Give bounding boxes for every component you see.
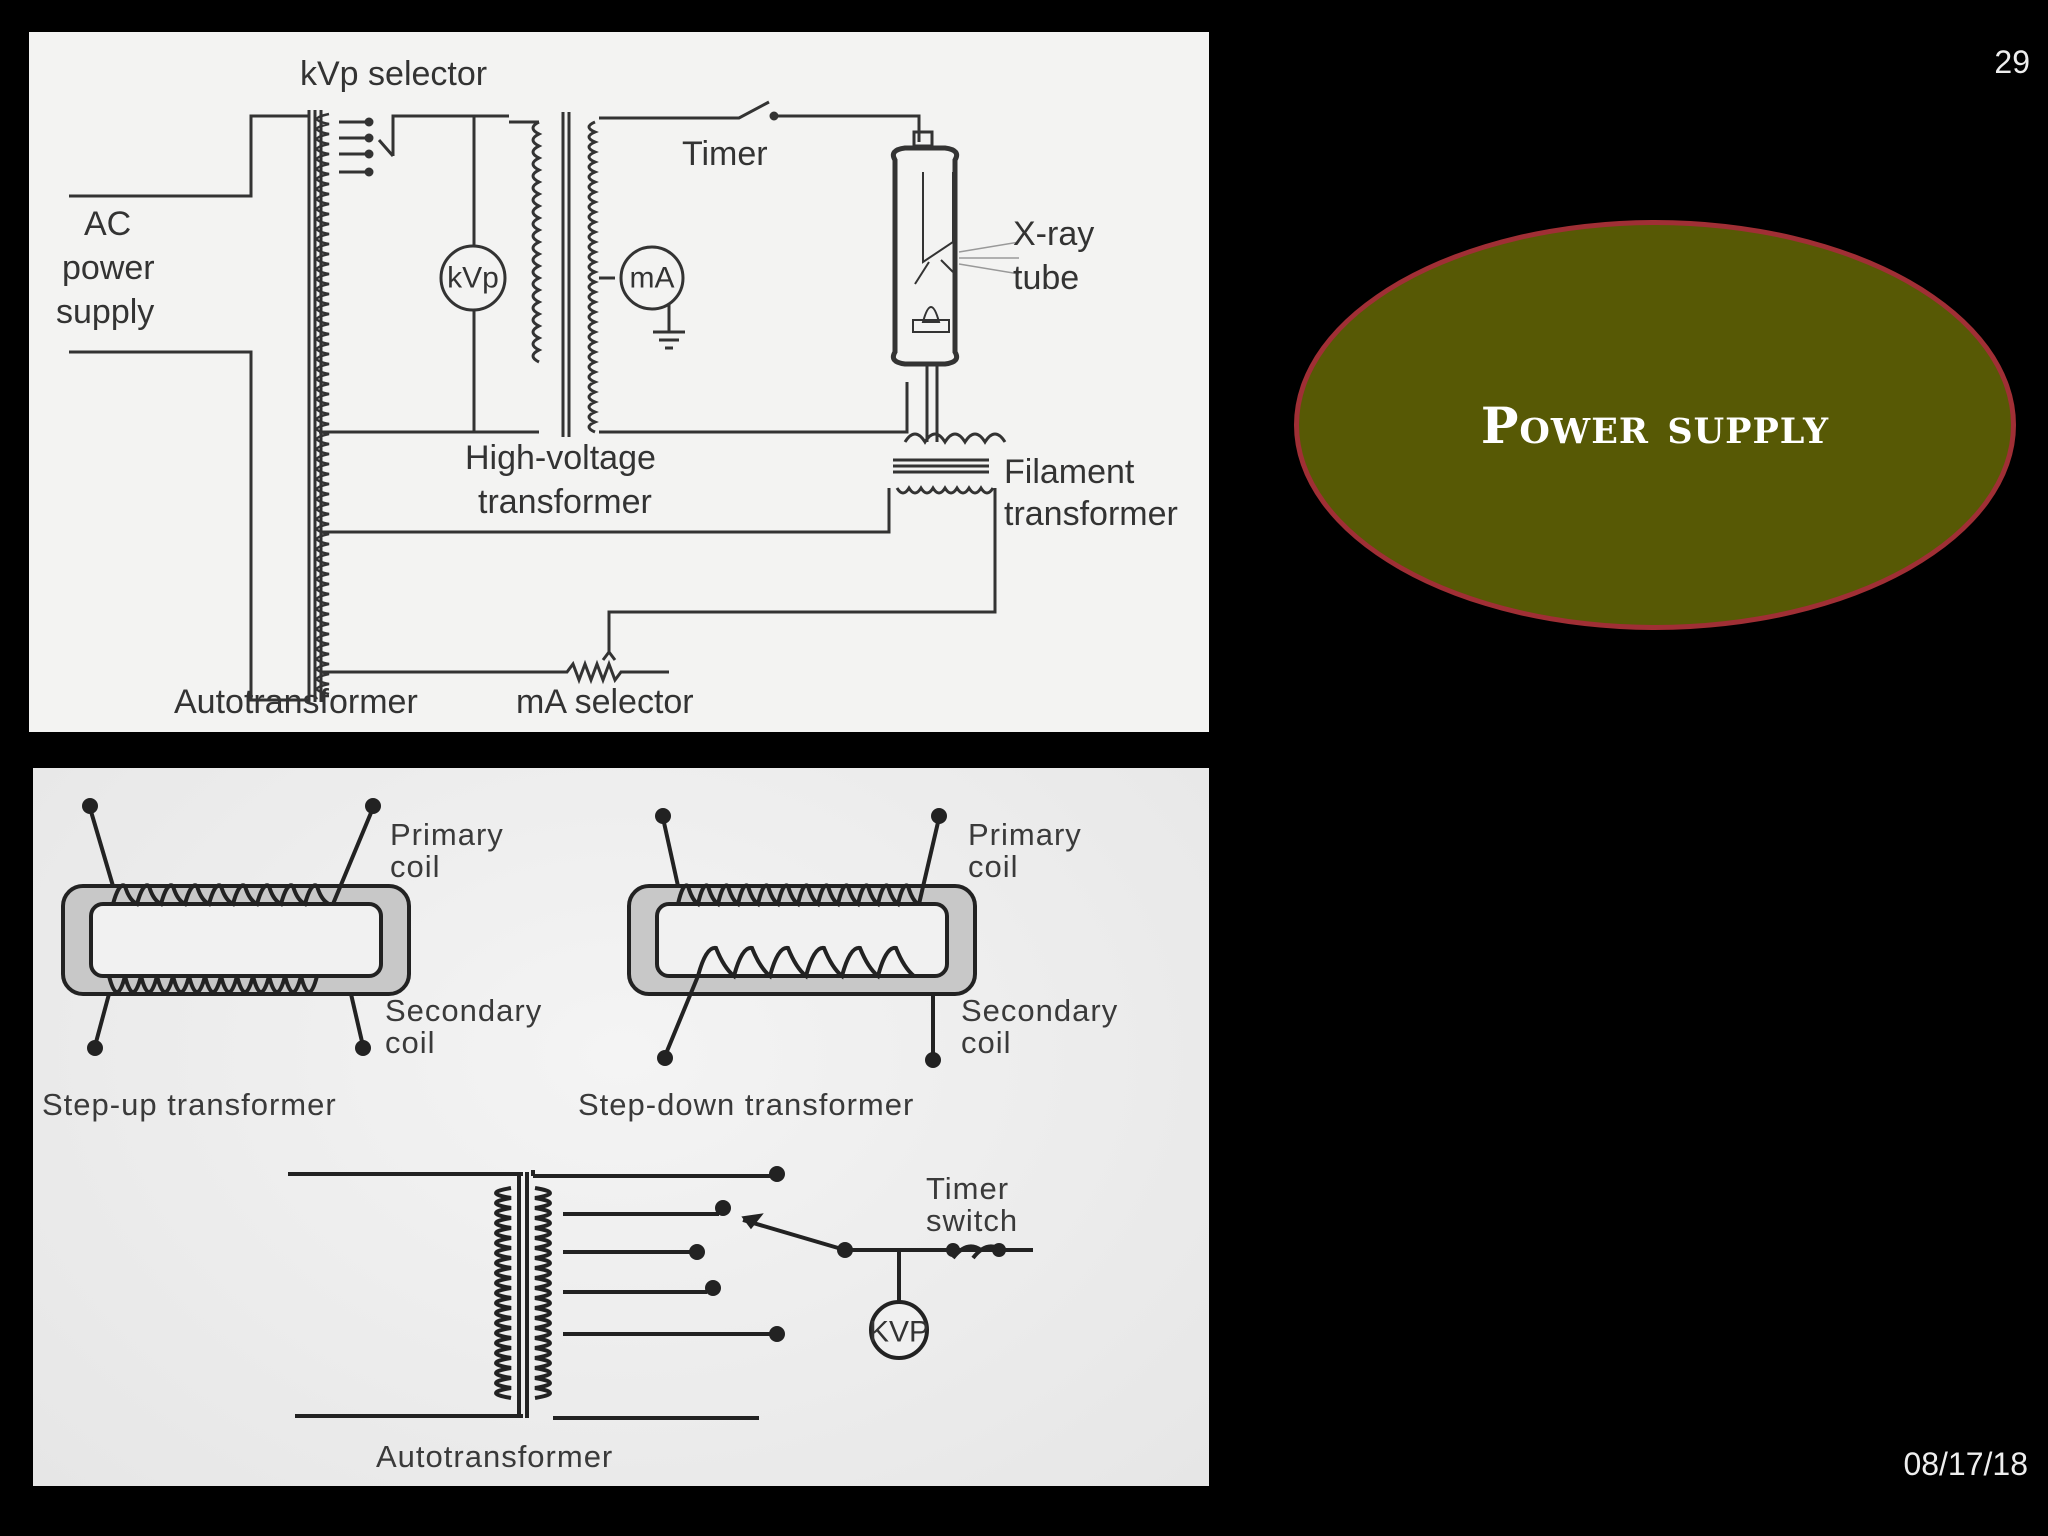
ma-selector-label: mA selector	[516, 683, 694, 721]
transformer-types-diagram: KVP Primary coil Secondary coil Primary …	[33, 768, 1209, 1486]
step-up-transformer-drawing	[61, 798, 411, 1056]
secondary-coil-right-line-2: coil	[961, 1025, 1012, 1060]
kvp-meter: kVp	[439, 244, 507, 312]
primary-coil-right-line-2: coil	[968, 849, 1019, 884]
xray-circuit-drawing: kVp mA	[69, 100, 1020, 702]
step-up-transformer-label: Step-up transformer	[42, 1087, 337, 1122]
ac-supply-label-line-1: AC	[84, 205, 132, 243]
step-down-transformer-drawing	[627, 808, 977, 1068]
xray-circuit-diagram: kVp mA kVp selector AC power supply Time…	[29, 32, 1209, 732]
filament-transformer-label-line-1: Filament	[1004, 453, 1135, 491]
timer-label: Timer	[682, 135, 768, 173]
kvp-meter-label: kVp	[447, 262, 499, 295]
ac-supply-label-line-2: power	[62, 249, 155, 287]
ma-meter: mA	[619, 245, 685, 311]
autotransformer-label-2: Autotransformer	[376, 1439, 614, 1474]
ma-meter-label: mA	[630, 262, 675, 295]
kvp-meter-2-label: KVP	[869, 1316, 929, 1349]
primary-coil-right-line-1: Primary	[968, 817, 1082, 852]
kvp-meter-2: KVP	[869, 1300, 929, 1360]
hv-transformer-label-line-1: High-voltage	[465, 439, 656, 477]
xray-tube-label-line-2: tube	[1013, 259, 1080, 297]
secondary-coil-left-line-1: Secondary	[385, 993, 543, 1028]
autotransformer-drawing	[288, 1170, 1033, 1420]
title-oval: Power supply	[1294, 220, 2016, 630]
timer-switch-label-line-1: Timer	[926, 1171, 1010, 1206]
transformer-types-drawing: KVP	[61, 798, 1033, 1420]
timer-switch-label-line-2: switch	[926, 1203, 1019, 1238]
secondary-coil-left-line-2: coil	[385, 1025, 436, 1060]
step-down-transformer-label: Step-down transformer	[578, 1087, 915, 1122]
secondary-coil-right-line-1: Secondary	[961, 993, 1119, 1028]
autotransformer-label: Autotransformer	[174, 683, 418, 721]
filament-transformer-label-line-2: transformer	[1004, 495, 1178, 533]
hv-transformer-label-line-2: transformer	[478, 483, 652, 521]
primary-coil-left-line-2: coil	[390, 849, 441, 884]
kvp-selector-label: kVp selector	[300, 55, 488, 93]
ac-supply-label-line-3: supply	[56, 293, 155, 331]
slide-title: Power supply	[1480, 395, 1830, 455]
page-number: 29	[1994, 44, 2030, 80]
slide-date: 08/17/18	[1903, 1446, 2028, 1482]
xray-tube-label-line-1: X-ray	[1013, 215, 1095, 253]
primary-coil-left-line-1: Primary	[390, 817, 504, 852]
